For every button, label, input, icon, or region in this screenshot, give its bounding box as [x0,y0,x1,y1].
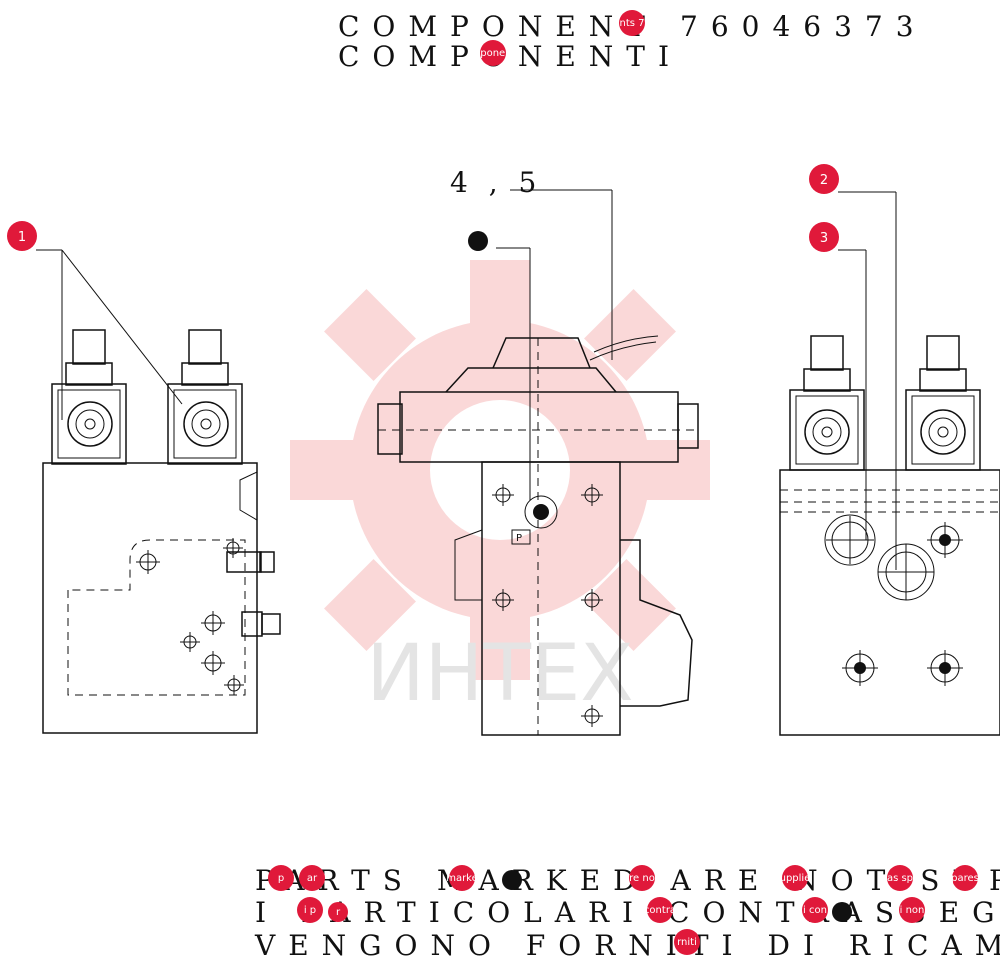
left-view [36,249,281,734]
svg-text:3: 3 [820,231,828,246]
badge-13[interactable]: i non [899,897,925,923]
svg-text:marke: marke [446,873,478,884]
callout-4-5: 4 , 5 [450,166,542,199]
svg-text:pares: pares [951,873,979,884]
port-p-label: P [516,533,522,544]
svg-text:i con: i con [803,905,827,916]
badge-1[interactable]: mponent [471,40,516,66]
callout-1[interactable]: 1 [7,221,37,251]
center-view: P [377,189,699,736]
callout-2[interactable]: 2 [809,164,839,194]
footer-line-2: I PARTICOLARI CONTRASSEGNATI NON [255,896,1000,929]
badge-4[interactable]: marke [446,865,478,891]
badge-9[interactable]: i p [297,897,323,923]
badge-11[interactable]: contra [644,897,676,923]
header-component-label: COMPONENT [338,10,658,43]
svg-text:re no: re no [629,873,655,884]
watermark: ИНТЕХ [290,260,710,719]
right-view [779,191,1000,736]
svg-text:i p: i p [304,905,316,916]
svg-text:r: r [336,907,341,918]
badge-3[interactable]: ar [299,865,325,891]
badge-6[interactable]: upplie [780,865,811,891]
badge-10[interactable]: r [328,902,348,922]
svg-text:as sp: as sp [887,873,913,884]
badge-0[interactable]: nts 7 [619,10,645,36]
not-supplied-marker-icon [468,231,488,251]
badge-5[interactable]: re no [629,865,655,891]
svg-text:ar: ar [307,873,318,884]
badge-12[interactable]: i con [802,897,828,923]
svg-text:p: p [278,873,284,884]
header-part-number: 76046373 [680,10,927,43]
svg-text:2: 2 [820,173,828,188]
badge-14[interactable]: rniti [674,929,700,955]
svg-text:nts 7: nts 7 [619,18,644,29]
callout-3[interactable]: 3 [809,222,839,252]
svg-text:contra: contra [644,905,676,916]
footer-line-1: PARTS MARKED ARE NOT SUPPLIED AS SPARES [255,864,1000,897]
watermark-text: ИНТЕХ [366,629,633,719]
footer-line-3: VENGONO FORNITI DI RICAMBIO [254,929,1000,962]
svg-text:rniti: rniti [677,937,697,948]
footer-marker-icon [502,870,522,890]
badge-7[interactable]: as sp [887,865,913,891]
badge-2[interactable]: p [268,865,294,891]
left-body [42,462,258,734]
overlay-badges: nts 7 mponent p ar marke re no upplie as… [268,10,979,955]
svg-text:i non: i non [900,905,925,916]
svg-text:1: 1 [18,230,26,245]
right-body [779,469,1000,736]
svg-text:upplie: upplie [780,873,811,884]
badge-8[interactable]: pares [951,865,979,891]
svg-text:mponent: mponent [471,48,516,59]
footer-marker-icon-2 [832,902,852,922]
